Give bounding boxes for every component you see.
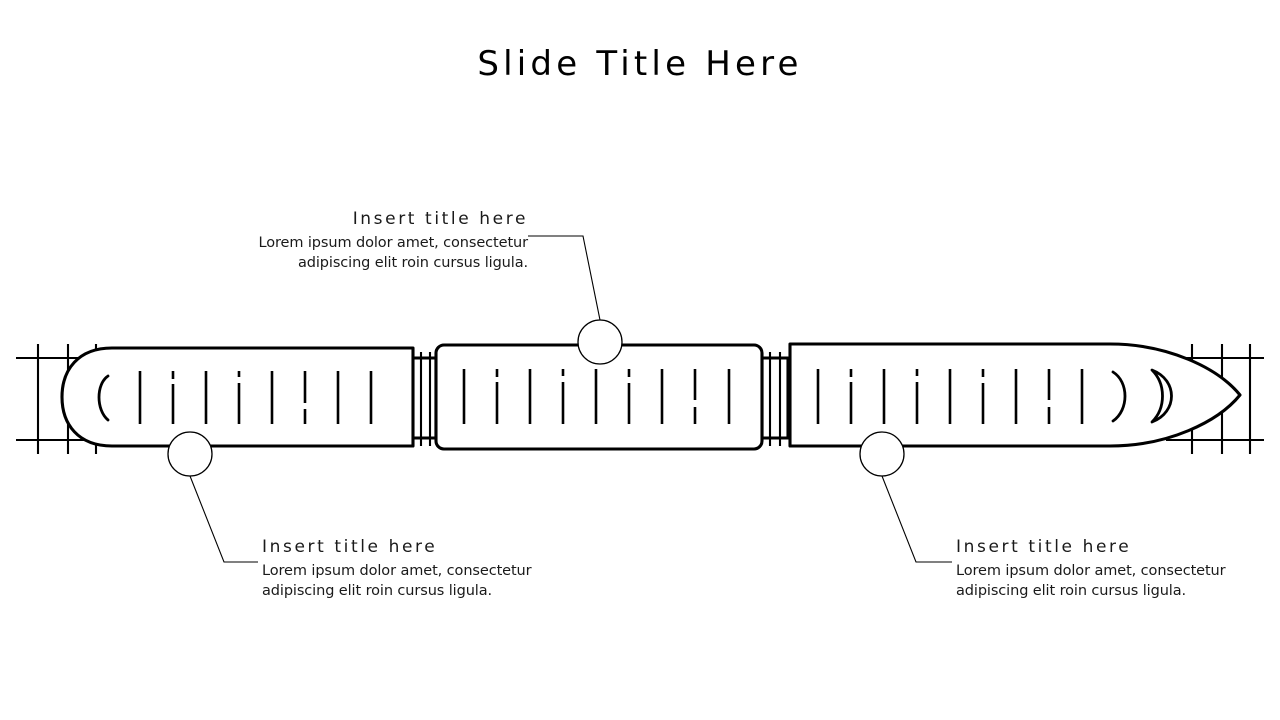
callout-top-body: Lorem ipsum dolor amet, consectetur adip… — [258, 235, 528, 271]
train-car-rear — [60, 346, 415, 448]
leader-top — [528, 235, 601, 321]
nose-arc-outer — [1111, 370, 1127, 423]
callout-bottom-left-body: Lorem ipsum dolor amet, consectetur adip… — [262, 563, 532, 599]
callout-top-title: Insert title here — [352, 209, 528, 229]
leader-bottom-left — [189, 475, 258, 563]
coupler-left — [410, 352, 438, 446]
marker-bottom-left[interactable] — [167, 431, 213, 477]
train-car-front — [788, 342, 1242, 448]
callout-top: Insert title here Lorem ipsum dolor amet… — [236, 208, 528, 273]
marker-top[interactable] — [577, 319, 623, 365]
callout-bottom-right: Insert title here Lorem ipsum dolor amet… — [956, 536, 1228, 601]
front-car-windows — [816, 369, 1084, 424]
callout-bottom-right-body: Lorem ipsum dolor amet, consectetur adip… — [956, 563, 1226, 599]
leader-bottom-right — [881, 475, 952, 563]
callout-bottom-left-title: Insert title here — [262, 537, 438, 557]
nose-arc-inner — [1150, 368, 1173, 424]
coupler-right — [760, 352, 790, 446]
middle-car-windows — [462, 369, 731, 424]
callout-bottom-right-title: Insert title here — [956, 537, 1132, 557]
callout-bottom-left: Insert title here Lorem ipsum dolor amet… — [262, 536, 534, 601]
page-title: Slide Title Here — [477, 44, 803, 84]
marker-bottom-right[interactable] — [859, 431, 905, 477]
rear-car-windows — [138, 371, 373, 424]
